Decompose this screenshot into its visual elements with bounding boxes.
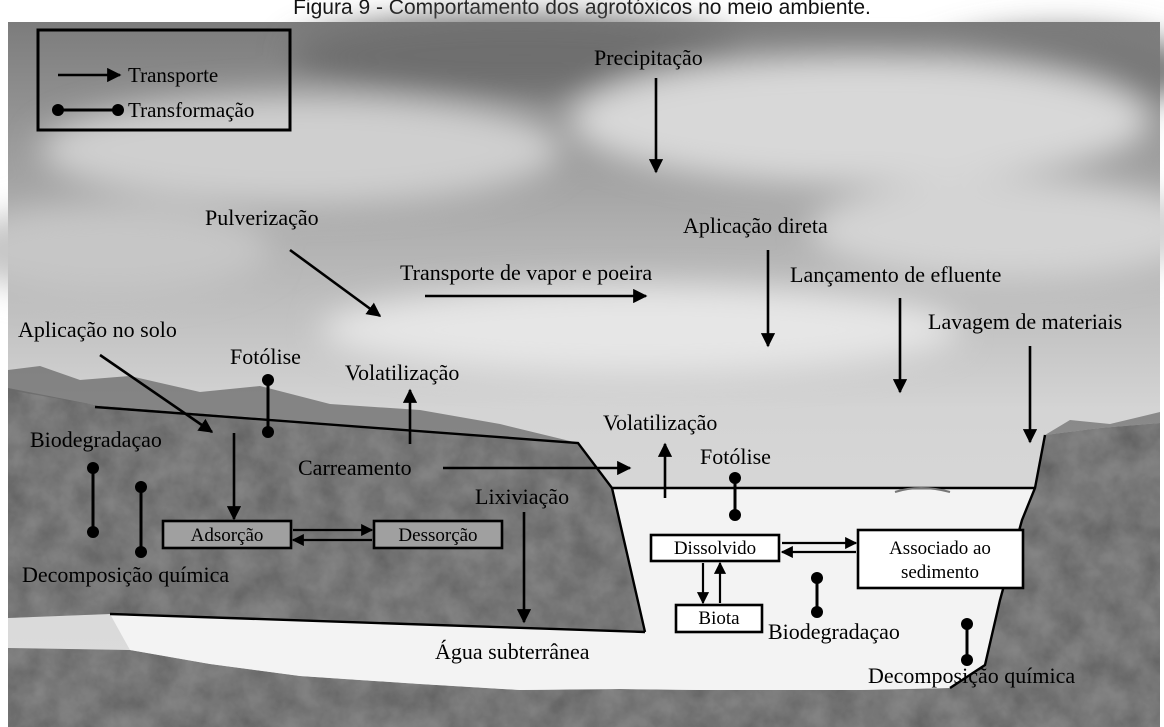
photolysis-soil-label: Fotólise <box>230 344 301 369</box>
groundwater-label: Água subterrânea <box>435 639 590 664</box>
spraying-label: Pulverização <box>205 205 319 230</box>
figure-title: Figura 9 - Comportamento dos agrotóxicos… <box>293 0 871 19</box>
vapor-dust-transport-label: Transporte de vapor e poeira <box>400 260 652 285</box>
dissolved-label: Dissolvido <box>674 538 756 559</box>
direct-application-label: Aplicação direta <box>683 213 828 238</box>
effluent-discharge-label: Lançamento de efluente <box>790 262 1001 287</box>
chemical-decomposition-water-label: Decomposição química <box>868 663 1075 688</box>
soil-application-label: Aplicação no solo <box>18 317 177 342</box>
biota-label: Biota <box>698 608 740 629</box>
legend-transport-label: Transporte <box>128 63 218 87</box>
desorption-label: Dessorção <box>398 525 477 546</box>
precipitation-label: Precipitação <box>594 45 703 70</box>
legend-transformation-label: Transformação <box>128 98 254 122</box>
biodegradation-water-label: Biodegradaçao <box>768 619 900 644</box>
leaching-label: Lixiviação <box>475 484 569 509</box>
volatilization-soil-label: Volatilização <box>345 360 459 385</box>
biodegradation-soil-label: Biodegradaçao <box>30 427 162 452</box>
adsorption-label: Adsorção <box>191 525 264 546</box>
sediment-associated-label-line2: sedimento <box>901 562 979 583</box>
volatilization-water-label: Volatilização <box>603 410 717 435</box>
chemical-decomposition-soil-label: Decomposição química <box>22 562 229 587</box>
material-washing-label: Lavagem de materiais <box>928 309 1122 334</box>
photolysis-water-label: Fotólise <box>700 444 771 469</box>
runoff-label: Carreamento <box>298 455 412 480</box>
sediment-associated-label-line1: Associado ao <box>889 538 991 559</box>
